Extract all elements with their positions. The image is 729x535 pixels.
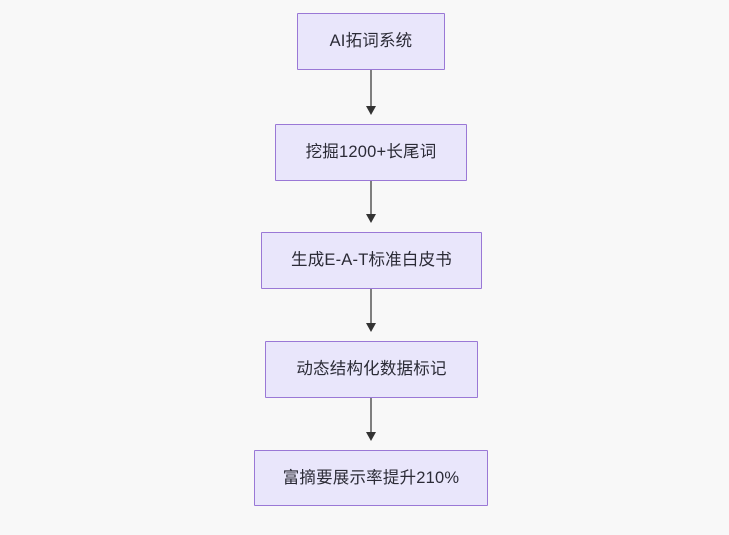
edge-line [370, 70, 372, 106]
flow-node-mine-longtail-keywords[interactable]: 挖掘1200+长尾词 [275, 124, 467, 181]
flow-node-label: 动态结构化数据标记 [296, 360, 447, 379]
edge-line [370, 181, 372, 214]
flow-node-label: AI拓词系统 [329, 32, 413, 51]
edge-line [370, 289, 372, 323]
arrowhead-icon [366, 214, 376, 223]
edge-line [370, 398, 372, 432]
flow-node-generate-eat-whitepaper[interactable]: 生成E-A-T标准白皮书 [261, 232, 482, 289]
flow-node-label: 生成E-A-T标准白皮书 [291, 251, 452, 270]
arrowhead-icon [366, 323, 376, 332]
flow-node-label: 富摘要展示率提升210% [282, 468, 460, 487]
flow-node-ai-keyword-system[interactable]: AI拓词系统 [297, 13, 445, 70]
arrowhead-icon [366, 432, 376, 441]
flow-node-dynamic-structured-data-markup[interactable]: 动态结构化数据标记 [265, 341, 478, 398]
arrowhead-icon [366, 106, 376, 115]
flow-node-label: 挖掘1200+长尾词 [305, 143, 437, 162]
flow-node-rich-snippet-impression-lift[interactable]: 富摘要展示率提升210% [254, 450, 488, 506]
